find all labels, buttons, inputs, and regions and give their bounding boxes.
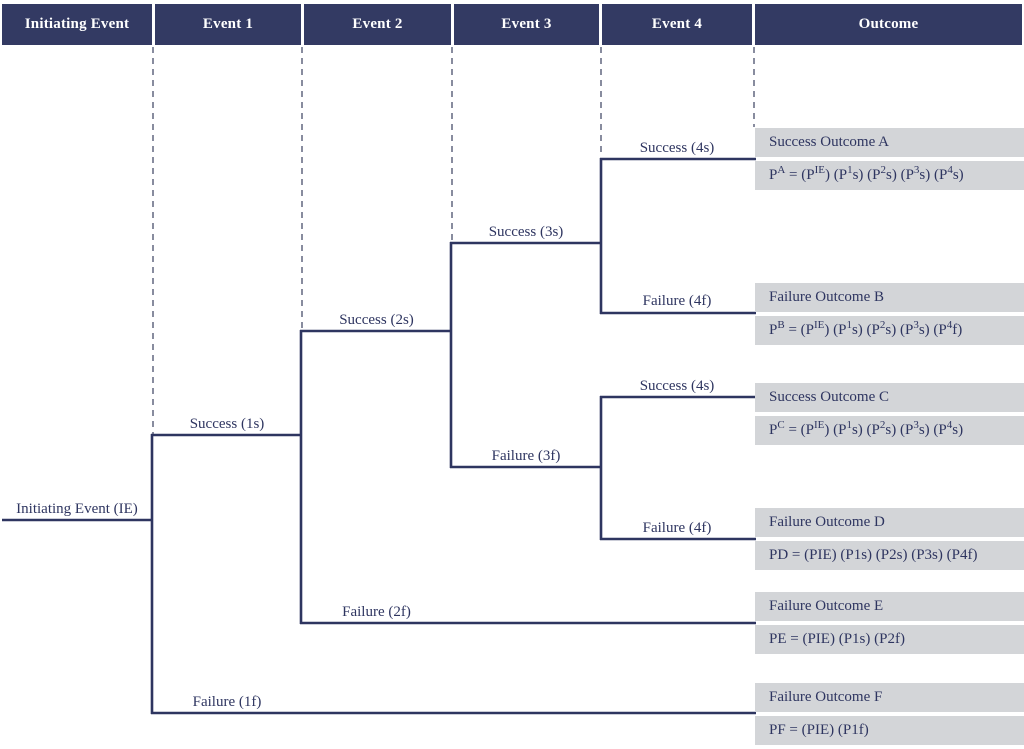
initiating-event-label: Initiating Event (IE) [16, 501, 138, 517]
outcome-c-title: Success Outcome C [755, 383, 1024, 412]
branch-label-failure-4f-b: Failure (4f) [642, 293, 712, 309]
outcome-e-title: Failure Outcome E [755, 592, 1024, 621]
column-header-event-2: Event 2 [304, 4, 451, 45]
tree-branch-lines [2, 157, 756, 715]
branch-label-success-4s-c: Success (4s) [639, 378, 715, 394]
column-header-event-3: Event 3 [454, 4, 599, 45]
column-header-outcome: Outcome [755, 4, 1022, 45]
column-header-event-4: Event 4 [602, 4, 752, 45]
outcome-d-formula: PD = (PIE) (P1s) (P2s) (P3s) (P4f) [755, 541, 1024, 570]
branch-label-success-3s: Success (3s) [488, 224, 564, 240]
outcome-f-formula: PF = (PIE) (P1f) [755, 716, 1024, 745]
branch-label-success-2s: Success (2s) [339, 312, 414, 328]
outcome-f-title: Failure Outcome F [755, 683, 1024, 712]
branch-label-failure-2f: Failure (2f) [342, 604, 411, 620]
branch-label-success-4s-a: Success (4s) [639, 140, 715, 156]
branch-label-success-1s: Success (1s) [189, 416, 265, 432]
branch-label-failure-1f: Failure (1f) [192, 694, 262, 710]
dashed-column-guides [152, 47, 755, 434]
outcome-d-title: Failure Outcome D [755, 508, 1024, 537]
outcome-b-formula: PB = (PIE) (P1s) (P2s) (P3s) (P4f) [755, 316, 1024, 345]
outcome-e-formula: PE = (PIE) (P1s) (P2f) [755, 625, 1024, 654]
column-header-event-1: Event 1 [155, 4, 301, 45]
column-header-initiating-event: Initiating Event [2, 4, 152, 45]
outcome-c-formula: PC = (PIE) (P1s) (P2s) (P3s) (P4s) [755, 416, 1024, 445]
outcome-b-title: Failure Outcome B [755, 283, 1024, 312]
branch-label-failure-3f: Failure (3f) [491, 448, 561, 464]
outcome-a-title: Success Outcome A [755, 128, 1024, 157]
branch-label-failure-4f-d: Failure (4f) [642, 520, 712, 536]
outcome-a-formula: PA = (PIE) (P1s) (P2s) (P3s) (P4s) [755, 161, 1024, 190]
